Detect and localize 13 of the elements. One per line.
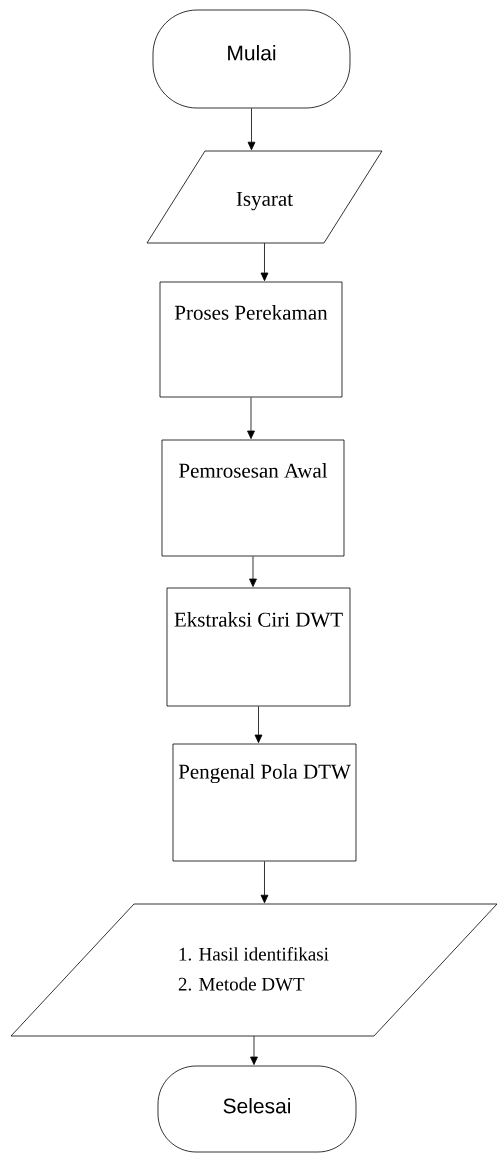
- process-box: Ekstraksi Ciri DWT: [166, 587, 351, 707]
- input-output-parallelogram: Isyarat: [146, 150, 383, 244]
- arrow: [249, 556, 257, 587]
- process-box: Pengenal Pola DTW: [172, 743, 357, 862]
- arrow: [247, 397, 255, 439]
- arrow: [254, 706, 263, 743]
- process-box: Pemrosesan Awal: [161, 439, 345, 557]
- input-output-parallelogram: 1. Hasil identifikasi 2. Metode DWT: [10, 903, 497, 1037]
- arrow: [260, 242, 269, 282]
- arrow: [260, 861, 269, 904]
- process-box: Proses Perekaman: [159, 281, 343, 398]
- arrow: [250, 1035, 258, 1065]
- arrow: [247, 108, 256, 151]
